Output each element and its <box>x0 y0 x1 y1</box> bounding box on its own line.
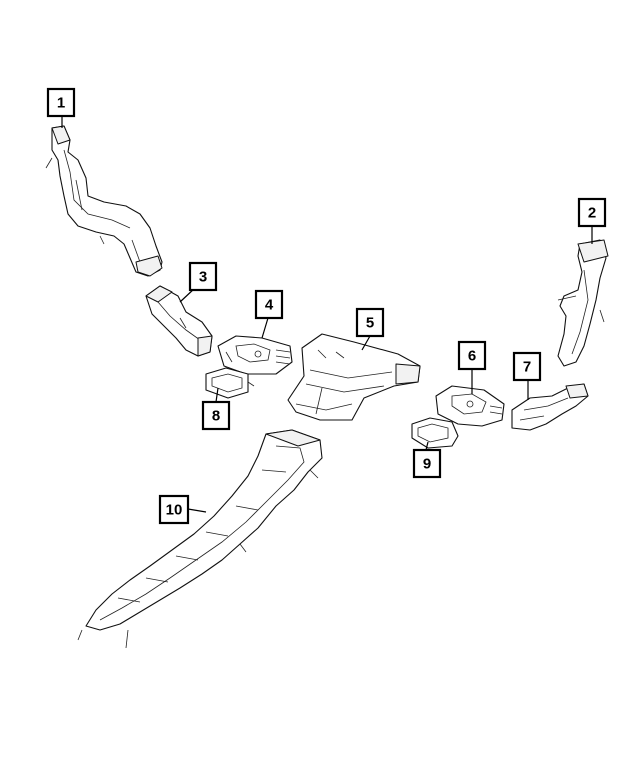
leader-4 <box>261 317 269 339</box>
callout-10: 10 <box>158 494 190 525</box>
part-4-outlet <box>217 335 293 375</box>
leader-9 <box>425 441 429 451</box>
callout-3: 3 <box>188 261 218 292</box>
callout-label-1: 1 <box>57 95 65 112</box>
callout-label-6: 6 <box>468 348 476 365</box>
part-2-duct <box>557 239 609 367</box>
callout-label-3: 3 <box>199 269 207 286</box>
part-7-duct <box>511 383 589 431</box>
callout-2: 2 <box>577 197 607 228</box>
leader-8 <box>215 387 219 403</box>
leader-10 <box>187 508 207 513</box>
callout-5: 5 <box>355 307 385 338</box>
callout-4: 4 <box>254 289 284 320</box>
callout-label-8: 8 <box>212 408 220 425</box>
callout-label-5: 5 <box>366 315 374 332</box>
callout-label-4: 4 <box>265 297 274 314</box>
callout-label-9: 9 <box>423 456 431 473</box>
part-1-duct <box>45 125 163 277</box>
callout-1: 1 <box>46 87 76 118</box>
part-3-duct <box>145 285 213 357</box>
part-8-bracket <box>205 367 255 399</box>
part-6-outlet <box>435 385 505 427</box>
part-10-duct <box>77 429 323 649</box>
callout-8: 8 <box>201 400 231 431</box>
callout-6: 6 <box>457 340 487 371</box>
callout-label-2: 2 <box>588 205 596 222</box>
callout-label-7: 7 <box>523 359 531 376</box>
part-9-bracket <box>411 417 459 449</box>
leader-5 <box>361 335 371 351</box>
part-5-duct <box>287 333 421 421</box>
callout-7: 7 <box>512 351 542 382</box>
callout-9: 9 <box>412 448 442 479</box>
leader-lines <box>61 116 593 513</box>
callout-label-10: 10 <box>166 502 183 519</box>
